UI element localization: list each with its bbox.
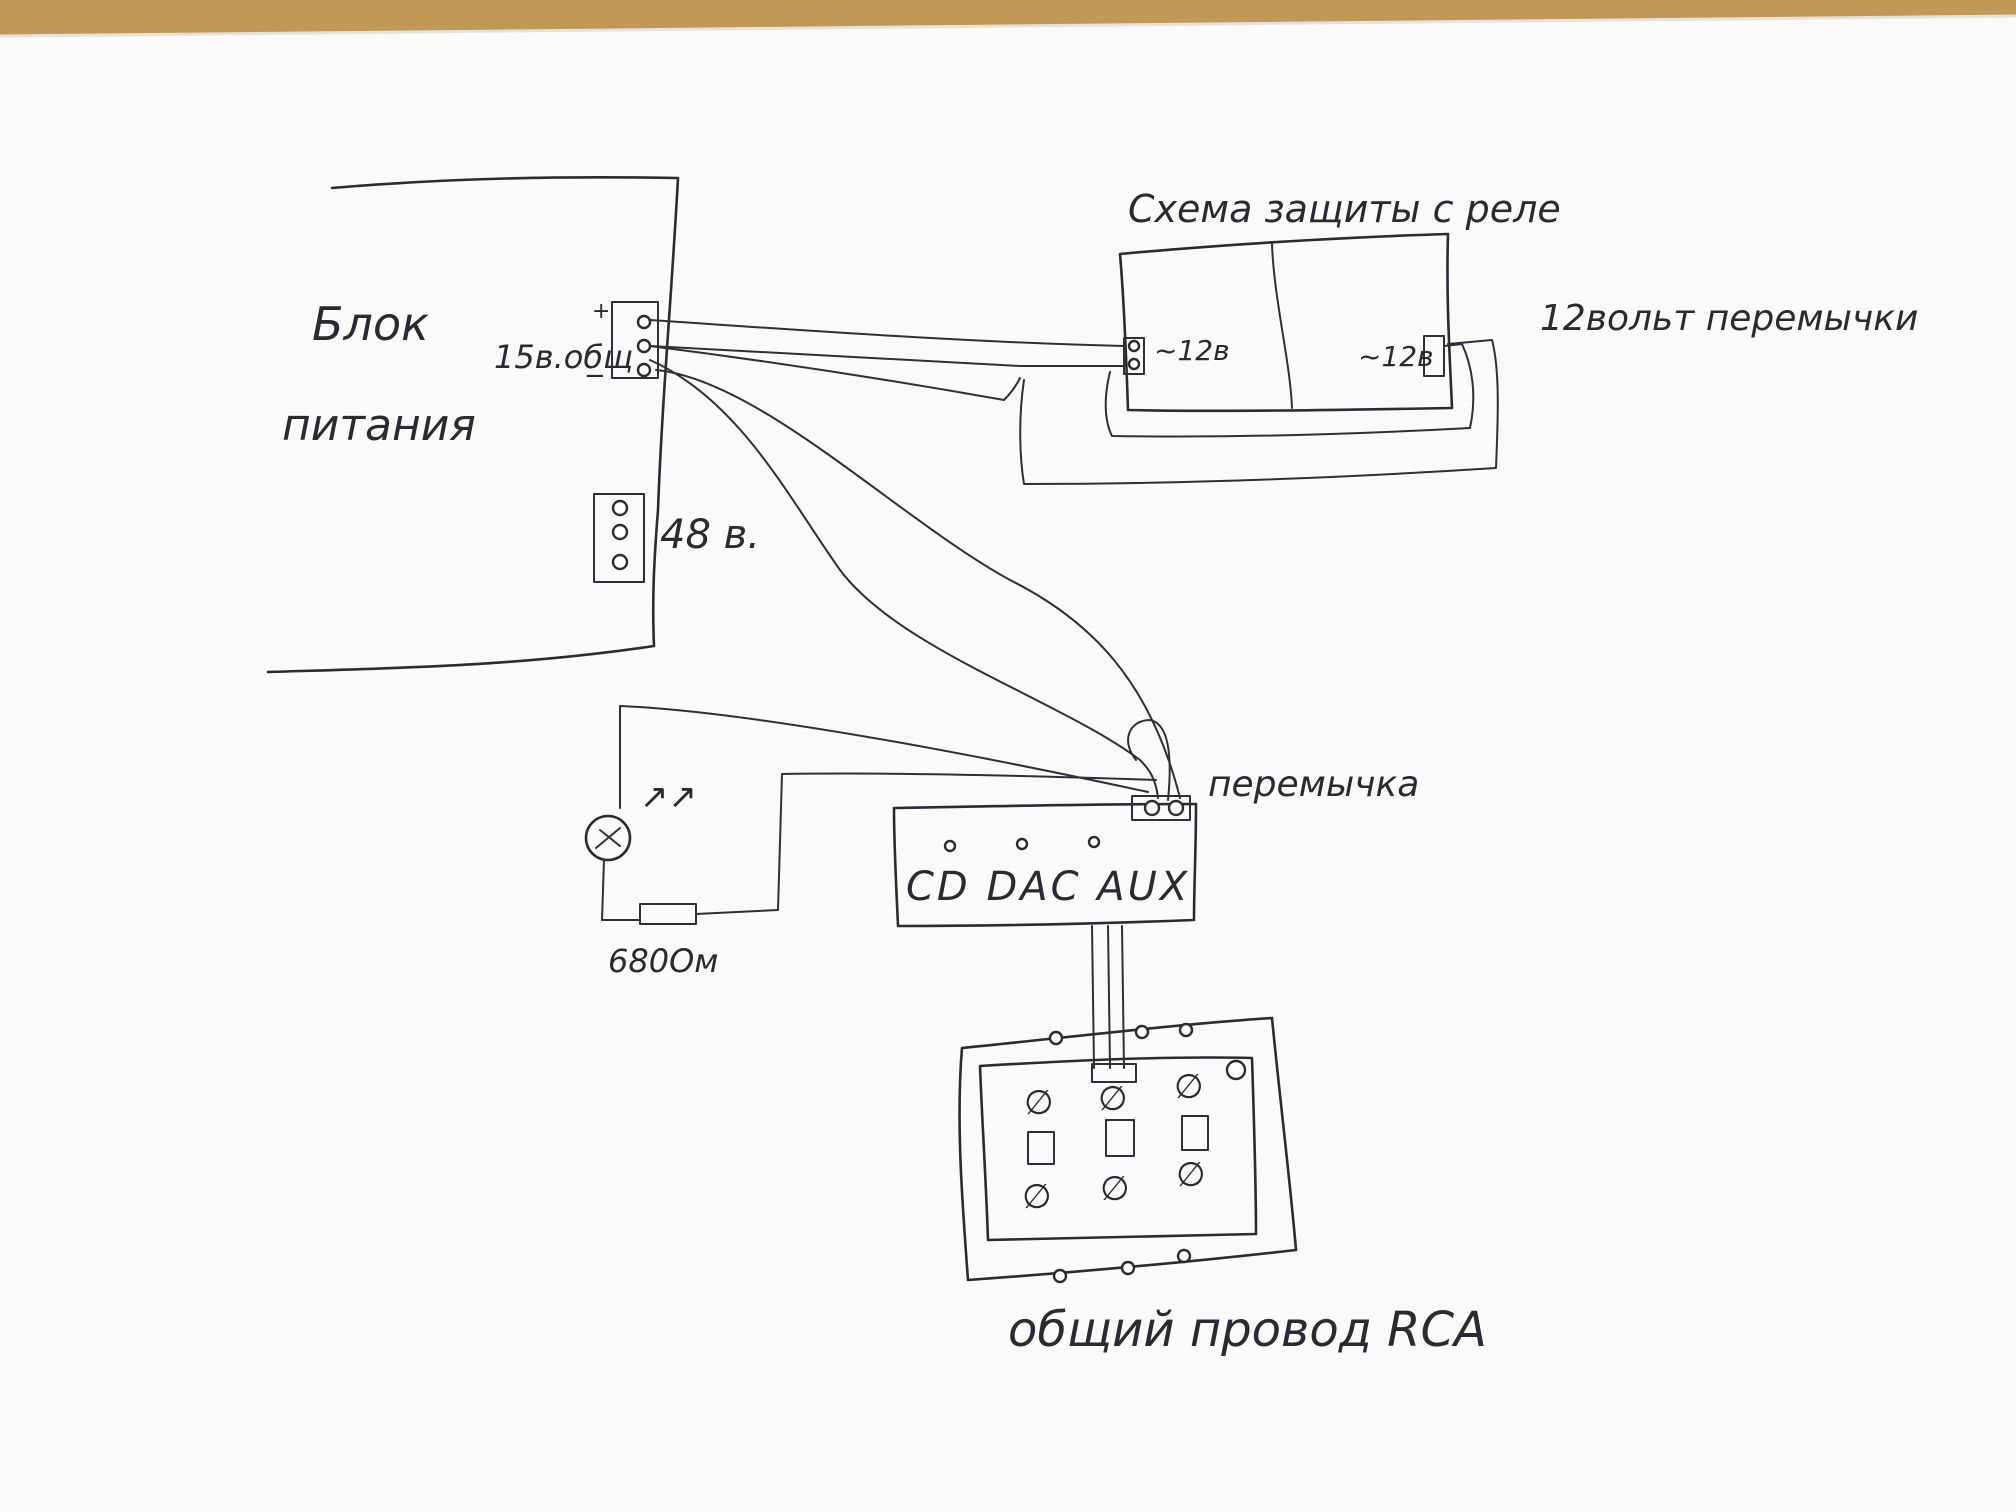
- minus-sign: −: [584, 361, 606, 391]
- rca-ground-note: общий провод RCA: [1008, 1302, 1487, 1358]
- rca-board-outline: [978, 1056, 1258, 1242]
- terminal-48v-3: [611, 553, 629, 571]
- rca-jack-2-3: ∅: [1176, 1155, 1206, 1195]
- rca-board: ∅ ∅ ∅ ∅ ∅ ∅: [958, 1016, 1298, 1284]
- wire-loop-top: [1127, 719, 1171, 801]
- wire-plus-to-protection: [649, 319, 1125, 347]
- terminal-15v-common: [636, 338, 652, 354]
- ground-solder-4: [1225, 1059, 1247, 1081]
- output-48v-label: 48 в.: [660, 512, 760, 558]
- resistor-label: 680Ом: [608, 942, 718, 980]
- ground-solder-1: [1048, 1030, 1064, 1046]
- ground-solder-5: [1052, 1268, 1068, 1284]
- terminal-48v-block: [593, 493, 645, 583]
- terminal-15v-minus: [636, 362, 652, 378]
- ground-solder-6: [1120, 1260, 1136, 1276]
- ground-solder-3: [1178, 1022, 1194, 1038]
- ground-solder-2: [1134, 1024, 1150, 1040]
- resistor-wire: [695, 772, 1157, 915]
- protection-left-connector: [1123, 337, 1145, 375]
- rca-input-connector: [1091, 1063, 1137, 1083]
- rca-ground-loop: [958, 1016, 1298, 1282]
- led-symbol: [595, 827, 621, 849]
- audio-jumper-pin-1: [1143, 799, 1161, 817]
- wire-to-audio-2: [655, 369, 1181, 799]
- paper-sheet: [0, 16, 2016, 1512]
- protection-divider: [1271, 243, 1293, 409]
- jumper-loop-outer: [1019, 339, 1499, 485]
- terminal-48v-2: [611, 523, 629, 541]
- wire-common-to-protection: [649, 345, 1021, 401]
- paper-edge: [0, 14, 2016, 38]
- ribbon-wire-3: [1121, 925, 1125, 1069]
- audio-board-outline: [892, 802, 1198, 928]
- rca-switch-1: [1027, 1131, 1055, 1165]
- power-supply-block: Блок питания 15в.общ + − 48 в.: [266, 176, 760, 674]
- jumper-note: 12вольт перемычки: [1540, 298, 1918, 339]
- power-supply-title-1: Блок: [312, 297, 429, 351]
- wire-common-return: [649, 345, 1125, 367]
- output-15v-label: 15в.общ: [494, 338, 633, 376]
- protection-title: Схема защиты с реле: [1128, 187, 1561, 231]
- rca-switch-3: [1181, 1115, 1209, 1151]
- audio-jumper-label: перемычка: [1208, 764, 1419, 805]
- protection-left-label: ~12в: [1154, 334, 1230, 367]
- power-supply-outline: [266, 176, 680, 674]
- rca-jack-1-3: ∅: [1174, 1067, 1204, 1107]
- terminal-15v-block: [611, 301, 659, 379]
- led-arrows: ↗↗: [640, 777, 697, 817]
- audio-board: перемычка CD DAC AUX: [892, 764, 1419, 928]
- terminal-15v-plus: [636, 314, 652, 330]
- audio-board-label: CD DAC AUX: [906, 864, 1190, 910]
- led-circuit: ↗↗ 680Ом: [584, 705, 1157, 980]
- rca-switch-2: [1105, 1119, 1135, 1157]
- audio-led-3: [1087, 835, 1101, 849]
- protection-right-label: ~12в: [1358, 340, 1434, 373]
- power-supply-title-2: питания: [282, 400, 476, 451]
- ground-solder-7: [1176, 1248, 1192, 1264]
- protection-left-pin-2: [1127, 357, 1141, 371]
- rca-jack-2-1: ∅: [1022, 1177, 1052, 1217]
- protection-board: Схема защиты с реле ~12в ~12в: [1019, 187, 1561, 485]
- terminal-48v-1: [611, 499, 629, 517]
- protection-left-pin-1: [1127, 339, 1141, 353]
- wire-to-audio-1: [649, 359, 1159, 799]
- ribbon-wire-1: [1091, 925, 1095, 1069]
- audio-jumper-block: [1131, 795, 1191, 821]
- rca-jack-1-1: ∅: [1024, 1083, 1054, 1123]
- ribbon-wire-2: [1107, 925, 1111, 1069]
- rca-jack-2-2: ∅: [1100, 1169, 1130, 1209]
- audio-jumper-pin-2: [1167, 799, 1185, 817]
- protection-right-connector: [1423, 335, 1445, 377]
- audio-led-1: [943, 839, 957, 853]
- audio-led-2: [1015, 837, 1029, 851]
- protection-outline: [1118, 232, 1454, 413]
- led-wire-bottom: [601, 859, 641, 921]
- led-circle: [584, 814, 632, 862]
- jumper-loop-inner: [1104, 343, 1475, 438]
- wires: [649, 319, 1181, 801]
- rca-jack-1-2: ∅: [1098, 1079, 1128, 1119]
- plus-sign: +: [592, 299, 610, 324]
